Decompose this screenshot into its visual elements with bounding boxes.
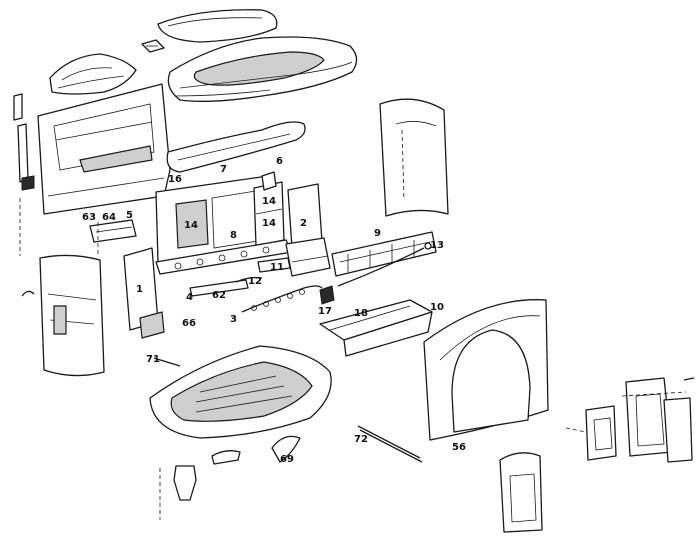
- andiron-bar[interactable]: [331, 231, 437, 277]
- side-loading-door[interactable]: [625, 377, 693, 463]
- label-10: 10: [430, 302, 444, 313]
- side-firebrick-14[interactable]: [253, 181, 285, 247]
- ash-pan[interactable]: [319, 299, 433, 357]
- label-12: 12: [248, 276, 262, 287]
- griddle-plate[interactable]: [157, 9, 278, 43]
- front-door-frame[interactable]: [423, 299, 549, 441]
- label-72: 72: [354, 434, 368, 445]
- left-side-panel[interactable]: [39, 254, 105, 377]
- label-18: 18: [354, 308, 368, 319]
- side-door-hinge[interactable]: [683, 377, 695, 381]
- label-14c: 14: [262, 218, 276, 229]
- label-63: 63: [82, 212, 96, 223]
- left-firebox-wall[interactable]: [123, 247, 165, 339]
- part-12-rod[interactable]: [235, 276, 263, 283]
- label-7: 7: [220, 164, 227, 175]
- back-firebrick-panel[interactable]: [155, 175, 271, 263]
- liner-block-63[interactable]: [89, 219, 137, 243]
- top-hinge[interactable]: [141, 39, 165, 53]
- label-3: 3: [230, 314, 237, 325]
- lever-part[interactable]: [211, 450, 241, 465]
- label-62: 62: [212, 290, 226, 301]
- assembly-guide-lines: [19, 198, 687, 520]
- label-71: 71: [146, 354, 160, 365]
- label-5: 5: [126, 210, 133, 221]
- part-3-chain[interactable]: [241, 285, 323, 313]
- side-firebrick-2[interactable]: [287, 183, 323, 249]
- part-62-bar[interactable]: [189, 279, 249, 297]
- rod-71[interactable]: [153, 357, 181, 367]
- label-11: 11: [270, 262, 284, 273]
- label-69: 69: [280, 454, 294, 465]
- label-66: 66: [182, 318, 196, 329]
- part-17-bracket[interactable]: [319, 285, 335, 305]
- label-1: 1: [136, 284, 143, 295]
- part-6-clip[interactable]: [261, 171, 277, 191]
- label-2: 2: [300, 218, 307, 229]
- handle-69[interactable]: [271, 435, 301, 463]
- side-bracket[interactable]: [13, 93, 35, 191]
- label-4: 4: [186, 292, 193, 303]
- hearth-base[interactable]: [149, 345, 332, 439]
- label-64: 64: [102, 212, 116, 223]
- air-manifold[interactable]: [166, 121, 306, 173]
- andiron-rod-13[interactable]: [337, 242, 432, 287]
- rear-heat-shield[interactable]: [379, 98, 449, 217]
- ash-door[interactable]: [499, 452, 543, 533]
- rear-panel-assembly[interactable]: [37, 83, 171, 215]
- label-13: 13: [430, 240, 444, 251]
- label-9: 9: [374, 228, 381, 239]
- leg-casting[interactable]: [173, 465, 197, 501]
- part-labels: 1 2 3 4 5 6 7 8 9 10 11 12 13 14 14 14 1…: [82, 156, 466, 465]
- label-17: 17: [318, 306, 332, 317]
- label-14a: 14: [184, 220, 198, 231]
- side-latch[interactable]: [21, 290, 35, 297]
- stove-top[interactable]: [167, 36, 358, 102]
- grate-bracket[interactable]: [285, 237, 331, 277]
- poker-rod-72[interactable]: [357, 425, 423, 463]
- label-56: 56: [452, 442, 466, 453]
- label-16: 16: [168, 174, 182, 185]
- label-14b: 14: [262, 196, 276, 207]
- label-8: 8: [230, 230, 237, 241]
- side-door-frame[interactable]: [585, 405, 617, 461]
- baffle-shield[interactable]: [49, 53, 137, 95]
- label-6: 6: [276, 156, 283, 167]
